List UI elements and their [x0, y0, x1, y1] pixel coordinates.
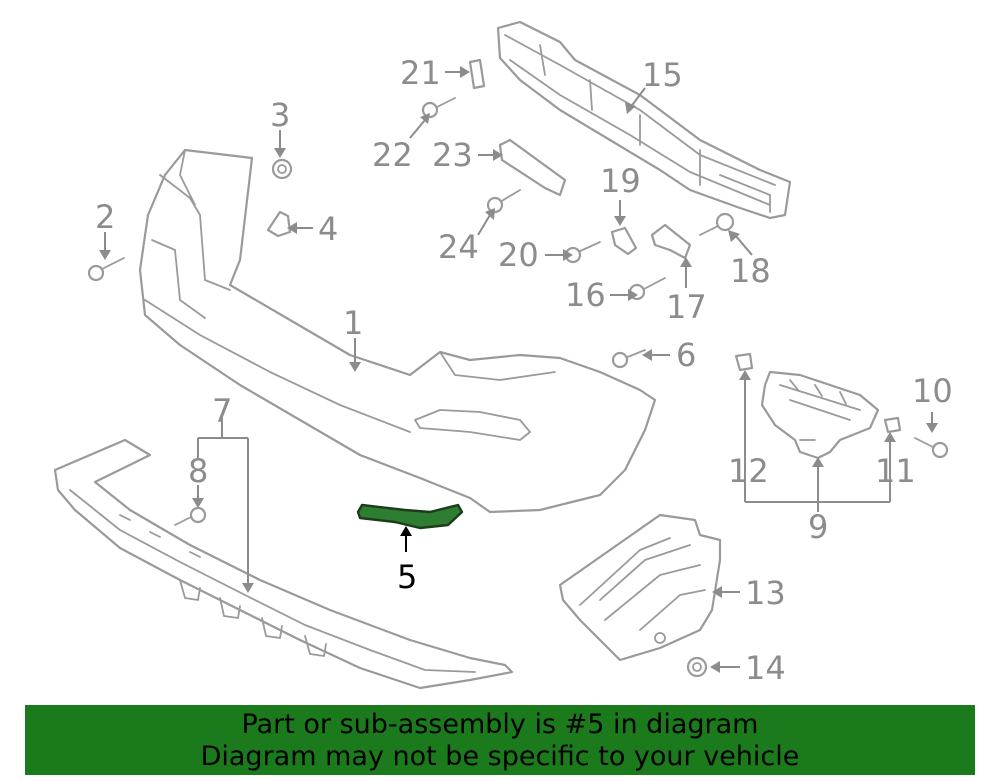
part-6-bolt [611, 349, 646, 369]
callout-19: 19 [600, 162, 641, 200]
callout-3: 3 [270, 96, 290, 134]
part-24-bolt [486, 189, 521, 214]
part-18-bolt [699, 212, 735, 236]
part-12-clip [734, 352, 754, 372]
callout-17: 17 [666, 288, 707, 326]
callout-10: 10 [912, 372, 953, 410]
part-20-bolt [564, 241, 601, 264]
callout-7: 7 [212, 392, 232, 430]
callout-13: 13 [745, 574, 786, 612]
callout-4: 4 [318, 210, 338, 248]
part-2-bolt [87, 257, 125, 282]
leader-lines [99, 66, 938, 673]
part-15-bumper-reinforcement-beam [496, 20, 792, 220]
callout-labels: 1 2 3 4 5 6 7 8 9 10 11 12 13 14 15 16 1… [95, 54, 953, 687]
part-22-bolt [421, 97, 456, 119]
banner-line-2: Diagram may not be specific to your vehi… [200, 741, 800, 772]
callout-15: 15 [642, 56, 683, 94]
part-8-bolt [174, 506, 207, 526]
part-7-lower-diffuser [53, 438, 514, 690]
part-1-bumper-cover [138, 148, 657, 514]
callout-12: 12 [728, 452, 769, 490]
fasteners [87, 58, 949, 678]
part-5-highlighted [356, 503, 464, 530]
callout-11: 11 [875, 452, 916, 490]
parts-diagram: 1 2 3 4 5 6 7 8 9 10 11 12 13 14 15 16 1… [53, 20, 953, 690]
callout-2: 2 [95, 198, 115, 236]
callout-18: 18 [730, 252, 771, 290]
callout-14: 14 [745, 649, 786, 687]
part-13-splash-shield [558, 513, 722, 662]
part-23-seal [498, 138, 567, 197]
banner-line-1: Part or sub-assembly is #5 in diagram [241, 709, 759, 740]
part-4-clip [266, 210, 292, 238]
callout-20: 20 [498, 236, 539, 274]
callout-8: 8 [188, 452, 208, 490]
part-19-bracket [610, 226, 638, 256]
part-9-bumper-bracket [760, 370, 880, 460]
part-10-bolt [914, 437, 949, 459]
callout-6: 6 [676, 336, 696, 374]
callout-24: 24 [438, 228, 479, 266]
callout-5: 5 [397, 558, 417, 596]
callout-22: 22 [372, 136, 413, 174]
callout-1: 1 [343, 304, 363, 342]
part-3-nut [271, 158, 293, 180]
part-11-clip [883, 416, 902, 434]
info-banner: Part or sub-assembly is #5 in diagram Di… [25, 705, 975, 775]
callout-21: 21 [400, 54, 441, 92]
part-21-clip [468, 58, 486, 90]
callout-23: 23 [432, 136, 473, 174]
leader-5 [400, 526, 412, 552]
part-14-nut [686, 656, 708, 678]
callout-9: 9 [808, 508, 828, 546]
callout-16: 16 [565, 276, 606, 314]
part-17-bracket [650, 223, 692, 260]
